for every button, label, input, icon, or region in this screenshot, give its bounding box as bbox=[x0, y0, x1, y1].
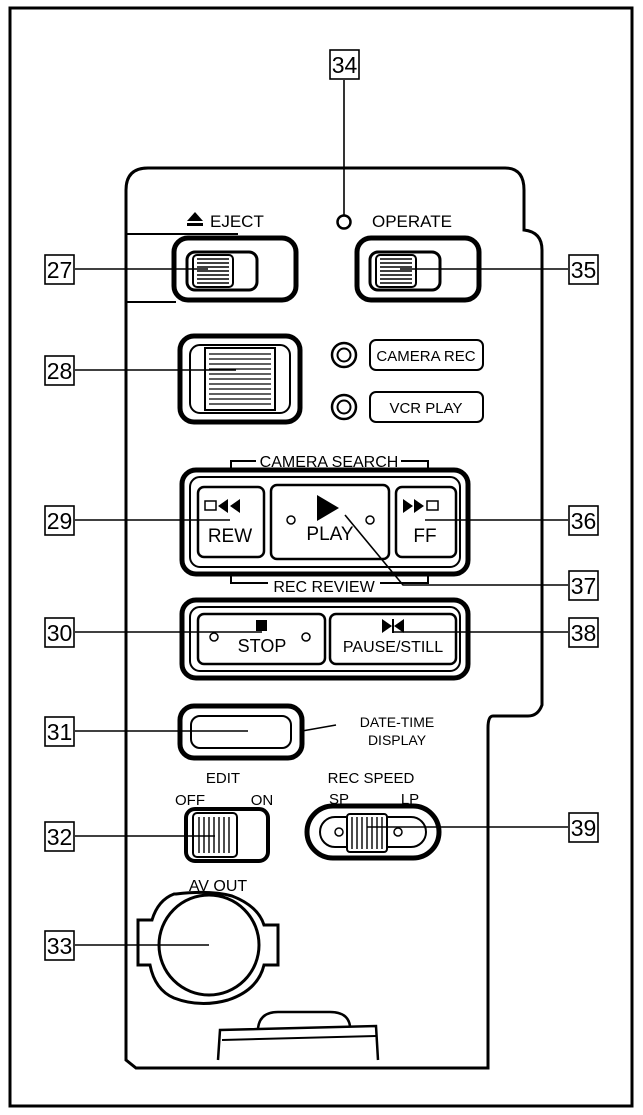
ff-button[interactable]: FF bbox=[394, 485, 458, 559]
svg-text:27: 27 bbox=[47, 257, 73, 283]
bottom-cover-tab bbox=[256, 1010, 352, 1029]
callout-32: 32 bbox=[44, 821, 75, 852]
callout-30: 30 bbox=[44, 617, 75, 648]
svg-text:36: 36 bbox=[571, 508, 597, 534]
svg-text:34: 34 bbox=[332, 52, 358, 78]
stop-button[interactable]: STOP bbox=[196, 612, 327, 666]
callout-37: 37 bbox=[568, 570, 599, 601]
panel-outline bbox=[124, 166, 544, 1070]
pause-still-button[interactable]: PAUSE/STILL bbox=[328, 612, 458, 666]
vcr-play-badge bbox=[369, 391, 484, 423]
play-button[interactable]: PLAY bbox=[269, 483, 391, 561]
operate-switch[interactable]: OPERATE bbox=[354, 212, 482, 303]
eject-switch[interactable]: EJECT bbox=[171, 212, 299, 303]
rewind-icon bbox=[204, 499, 240, 513]
play-label: PLAY bbox=[306, 524, 354, 545]
eject-icon bbox=[187, 212, 203, 221]
callout-27: 27 bbox=[44, 254, 75, 285]
callout-38: 38 bbox=[568, 617, 599, 648]
eject-label: EJECT bbox=[210, 212, 264, 231]
bottom-cover-edge bbox=[221, 1035, 377, 1041]
ff-label: FF bbox=[413, 526, 436, 547]
callout-31: 31 bbox=[44, 716, 75, 747]
av-out-jack[interactable] bbox=[136, 890, 280, 1005]
callout-28: 28 bbox=[44, 355, 75, 386]
bottom-cover bbox=[216, 1024, 380, 1061]
callout-36: 36 bbox=[568, 505, 599, 536]
svg-text:37: 37 bbox=[571, 573, 597, 599]
stop-icon bbox=[256, 620, 267, 631]
transport-housing bbox=[179, 467, 471, 577]
edit-off-label: OFF bbox=[175, 792, 205, 809]
svg-text:28: 28 bbox=[47, 358, 73, 384]
av-out-label: AV OUT bbox=[189, 878, 248, 895]
rec-speed-label: REC SPEED bbox=[328, 770, 415, 787]
rec-review-label: REC REVIEW bbox=[273, 579, 375, 596]
svg-text:31: 31 bbox=[47, 719, 73, 745]
rec-speed-switch[interactable] bbox=[304, 803, 442, 861]
camera-rec-badge bbox=[369, 339, 484, 371]
date-time-label-line1: DATE-TIME bbox=[360, 714, 434, 730]
callout-34: 34 bbox=[329, 49, 360, 80]
play-icon bbox=[317, 495, 339, 521]
mode-selector[interactable] bbox=[177, 333, 303, 425]
date-time-label-line2: DISPLAY bbox=[368, 732, 427, 748]
lead-37 bbox=[344, 514, 568, 586]
svg-text:30: 30 bbox=[47, 620, 73, 646]
vcr-play-label: VCR PLAY bbox=[389, 400, 462, 417]
edit-on-label: ON bbox=[251, 792, 274, 809]
eject-icon-bar bbox=[187, 223, 203, 226]
svg-text:38: 38 bbox=[571, 620, 597, 646]
camera-rec-label: CAMERA REC bbox=[376, 348, 475, 365]
camera-search-label: CAMERA SEARCH bbox=[260, 454, 399, 471]
pause-still-label: PAUSE/STILL bbox=[343, 639, 443, 656]
callout-33: 33 bbox=[44, 930, 75, 961]
rew-button[interactable]: REW bbox=[196, 485, 266, 559]
rec-review-bracket bbox=[230, 574, 429, 584]
pause-still-icon bbox=[382, 619, 404, 633]
stop-label: STOP bbox=[238, 636, 287, 656]
edit-label: EDIT bbox=[206, 770, 240, 787]
svg-text:39: 39 bbox=[571, 815, 597, 841]
svg-text:29: 29 bbox=[47, 508, 73, 534]
lead-31b bbox=[301, 724, 337, 732]
camera-search-bracket bbox=[230, 460, 429, 470]
edit-switch[interactable] bbox=[184, 807, 270, 863]
svg-text:33: 33 bbox=[47, 933, 73, 959]
rew-label: REW bbox=[208, 526, 252, 547]
stop-pause-housing bbox=[179, 597, 471, 681]
operate-label: OPERATE bbox=[372, 212, 452, 231]
indicator-lamp bbox=[336, 214, 352, 230]
callout-35: 35 bbox=[568, 254, 599, 285]
outer-frame bbox=[8, 6, 634, 1108]
callout-39: 39 bbox=[568, 812, 599, 843]
svg-text:32: 32 bbox=[47, 824, 73, 850]
date-time-display-button[interactable] bbox=[177, 703, 305, 761]
callout-29: 29 bbox=[44, 505, 75, 536]
svg-text:35: 35 bbox=[571, 257, 597, 283]
fast-forward-icon bbox=[403, 499, 439, 513]
